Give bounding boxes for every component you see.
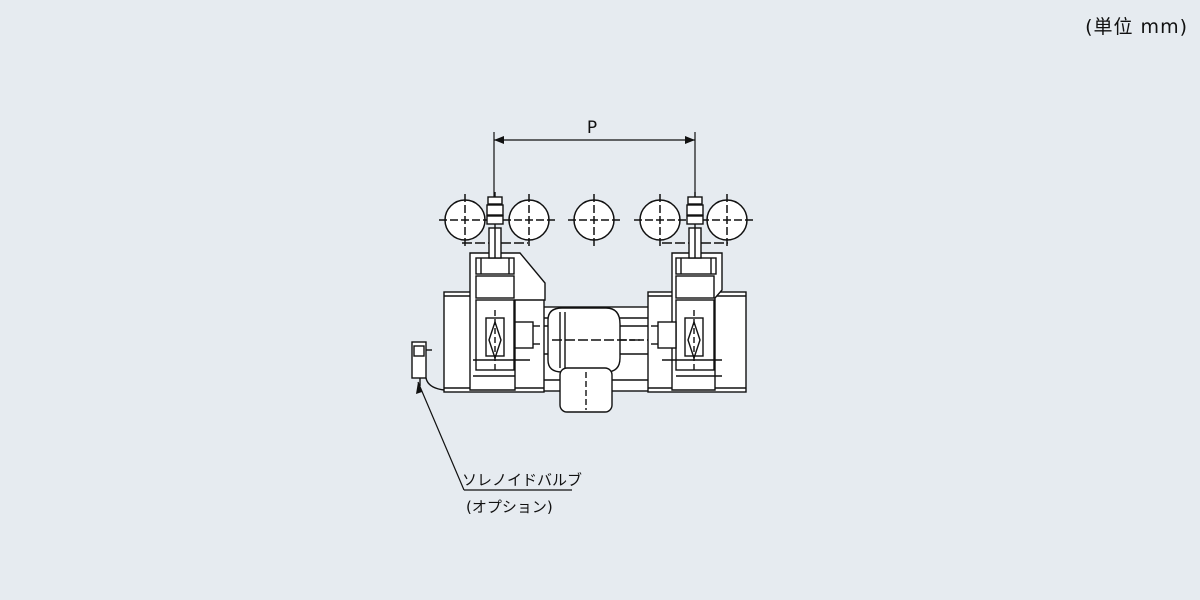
solenoid-valve — [411, 341, 445, 391]
callout-leader — [416, 381, 572, 491]
can-circles — [439, 194, 753, 246]
dimension-label: P — [587, 118, 597, 138]
can-circle — [701, 194, 753, 246]
can-circle — [634, 194, 686, 246]
callout-line2: (オプション) — [466, 498, 553, 516]
unit-label: (単位 mm) — [1085, 16, 1188, 38]
arrowhead-right — [685, 136, 695, 144]
dimension-p — [493, 132, 696, 200]
callout-line1: ソレノイドバルブ — [462, 471, 582, 489]
arrowhead-left — [494, 136, 504, 144]
can-circle — [439, 194, 491, 246]
center-motor — [515, 306, 670, 413]
can-circle — [568, 194, 620, 246]
right-cutter-unit — [647, 192, 747, 393]
can-circle — [503, 194, 555, 246]
leader-arrowhead — [416, 382, 422, 394]
left-cutter-unit — [443, 192, 546, 393]
